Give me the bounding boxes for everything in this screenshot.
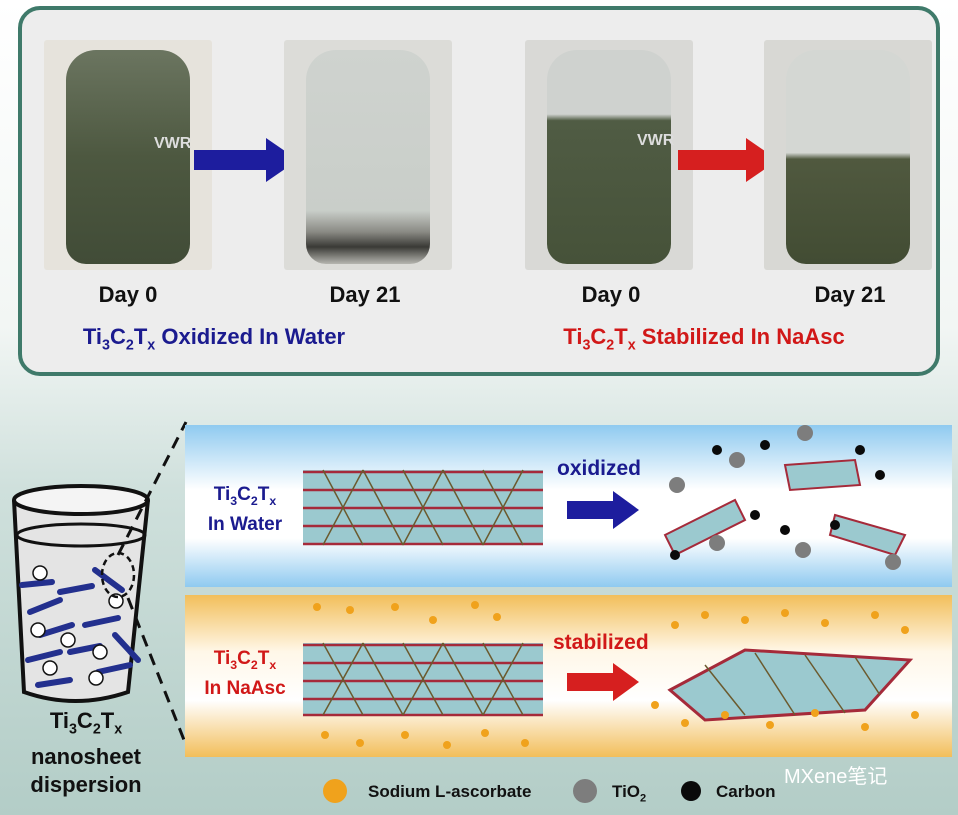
arrow-right-red-icon <box>567 663 639 701</box>
jar-photo-naasc-day0: VWR <box>525 40 693 270</box>
mxene-sheet-structure <box>303 642 543 717</box>
process-label-stabilized: stabilized <box>553 631 649 654</box>
arrow-right-blue-icon <box>194 138 298 182</box>
legend-sodium-ascorbate-icon <box>323 779 347 803</box>
caption-stabilized: Ti3C2Tx Stabilized In NaAsc <box>563 324 845 354</box>
day-label: Day 0 <box>581 282 641 307</box>
jar-photo-naasc-day21 <box>764 40 932 270</box>
legend-label: Carbon <box>716 782 776 801</box>
process-label-oxidized: oxidized <box>557 457 642 480</box>
jar-photo-water-day0: VWR <box>44 40 212 270</box>
dispersion-title: Ti3C2Tx nanosheet dispersion <box>30 708 142 798</box>
jar-brand-text: VWR <box>154 135 192 152</box>
legend-label: Sodium L-ascorbate <box>368 782 532 801</box>
band-label-naasc: Ti3C2Tx In NaAsc <box>204 648 286 699</box>
ascorbate-particles <box>313 601 919 749</box>
day-label: Day 0 <box>98 282 158 307</box>
legend-carbon-icon <box>681 781 701 801</box>
arrow-right-red-icon <box>678 138 778 182</box>
mxene-sheet-structure <box>303 469 543 546</box>
nanosheet-dispersion-beaker <box>12 484 150 703</box>
stabilized-sheet-structure <box>667 648 914 722</box>
caption-oxidized: Ti3C2Tx Oxidized In Water <box>82 324 346 354</box>
watermark: MXene笔记 <box>784 766 888 788</box>
day-label: Day 21 <box>329 282 401 307</box>
jar-photo-water-day21 <box>284 40 452 270</box>
band-label-water: Ti3C2Tx In Water <box>207 484 283 535</box>
jar-brand-text: VWR <box>637 132 675 149</box>
top-photo-panel: VWR VWR Day 0 Day 21 Day 0 Day 21 Ti3C2T… <box>18 6 940 376</box>
arrow-right-blue-icon <box>567 491 639 529</box>
legend-label: TiO2 <box>612 782 647 805</box>
naasc-band: Ti3C2Tx In NaAsc stabilized <box>185 595 952 757</box>
legend-tio2-icon <box>573 779 597 803</box>
day-label: Day 21 <box>814 282 886 307</box>
water-band: Ti3C2Tx In Water oxidized <box>185 425 952 587</box>
oxidized-fragments <box>663 425 907 570</box>
